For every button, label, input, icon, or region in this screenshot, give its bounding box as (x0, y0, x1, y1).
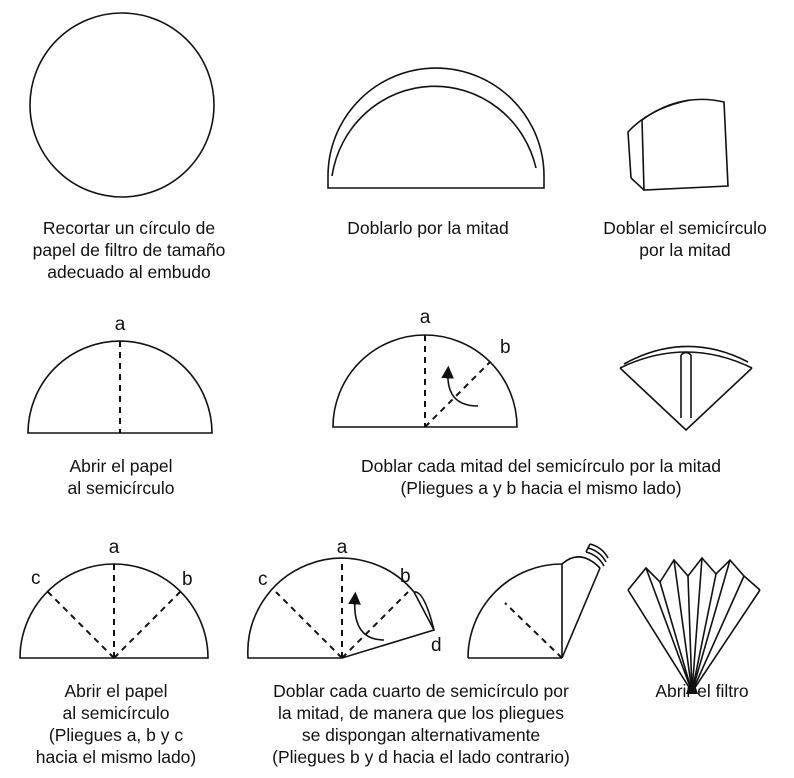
folded-cone (619, 345, 753, 432)
caption-open-semicircle-1: Abrir el papel al semicírculo (67, 456, 175, 498)
paper-circle (29, 12, 215, 198)
fold-label-b: b (182, 569, 193, 590)
fold-label-d: d (431, 635, 442, 656)
fold-label-c: c (258, 569, 268, 590)
folded-quarter (627, 98, 729, 191)
fold-label-a: a (420, 307, 431, 328)
open-semicircle-a: a (27, 314, 213, 434)
caption-fold-each-quarter: Doblar cada cuarto de semicírculo por la… (272, 681, 570, 767)
folded-quarter-stack (467, 543, 609, 659)
semicircle-folds-abcd: a b c d (247, 537, 442, 659)
open-semicircle-abc: a b c (19, 537, 209, 659)
fold-label-a: a (109, 537, 120, 558)
fold-label-b: b (500, 337, 511, 358)
fold-label-c: c (31, 568, 41, 589)
caption-fold-each-half: Doblar cada mitad del semicírculo por la… (361, 456, 721, 498)
caption-cut-circle: Recortar un círculo de papel de filtro d… (32, 218, 226, 282)
semicircle-folds-a-b: a b (332, 307, 518, 428)
caption-fold-half: Doblarlo por la mitad (347, 218, 509, 238)
caption-fold-semicircle: Doblar el semicírculo por la mitad (603, 218, 767, 260)
fold-label-a: a (115, 314, 126, 335)
folded-half-semicircle (327, 67, 545, 189)
fold-label-a: a (337, 537, 348, 558)
fold-label-b: b (400, 566, 411, 587)
caption-open-semicircle-2: Abrir el papel al semicírculo (Pliegues … (35, 681, 197, 767)
opened-filter-fan (627, 556, 761, 694)
caption-open-filter: Abrir el filtro (655, 681, 749, 701)
